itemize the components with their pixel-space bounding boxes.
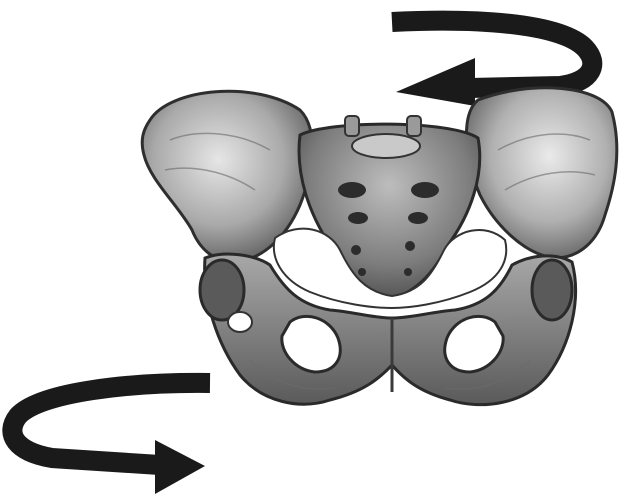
- left-acetabulum: [200, 260, 244, 320]
- left-facet: [345, 116, 359, 136]
- bottom-rotation-arrow: [12, 383, 210, 494]
- bottom-arrowhead-icon: [155, 440, 205, 494]
- right-acetabulum: [532, 260, 572, 320]
- sacral-promontory: [352, 134, 420, 158]
- right-facet: [407, 116, 421, 136]
- top-arrowhead-icon: [396, 58, 475, 106]
- left-ischial-notch: [228, 312, 252, 332]
- pelvis-illustration: [142, 88, 617, 405]
